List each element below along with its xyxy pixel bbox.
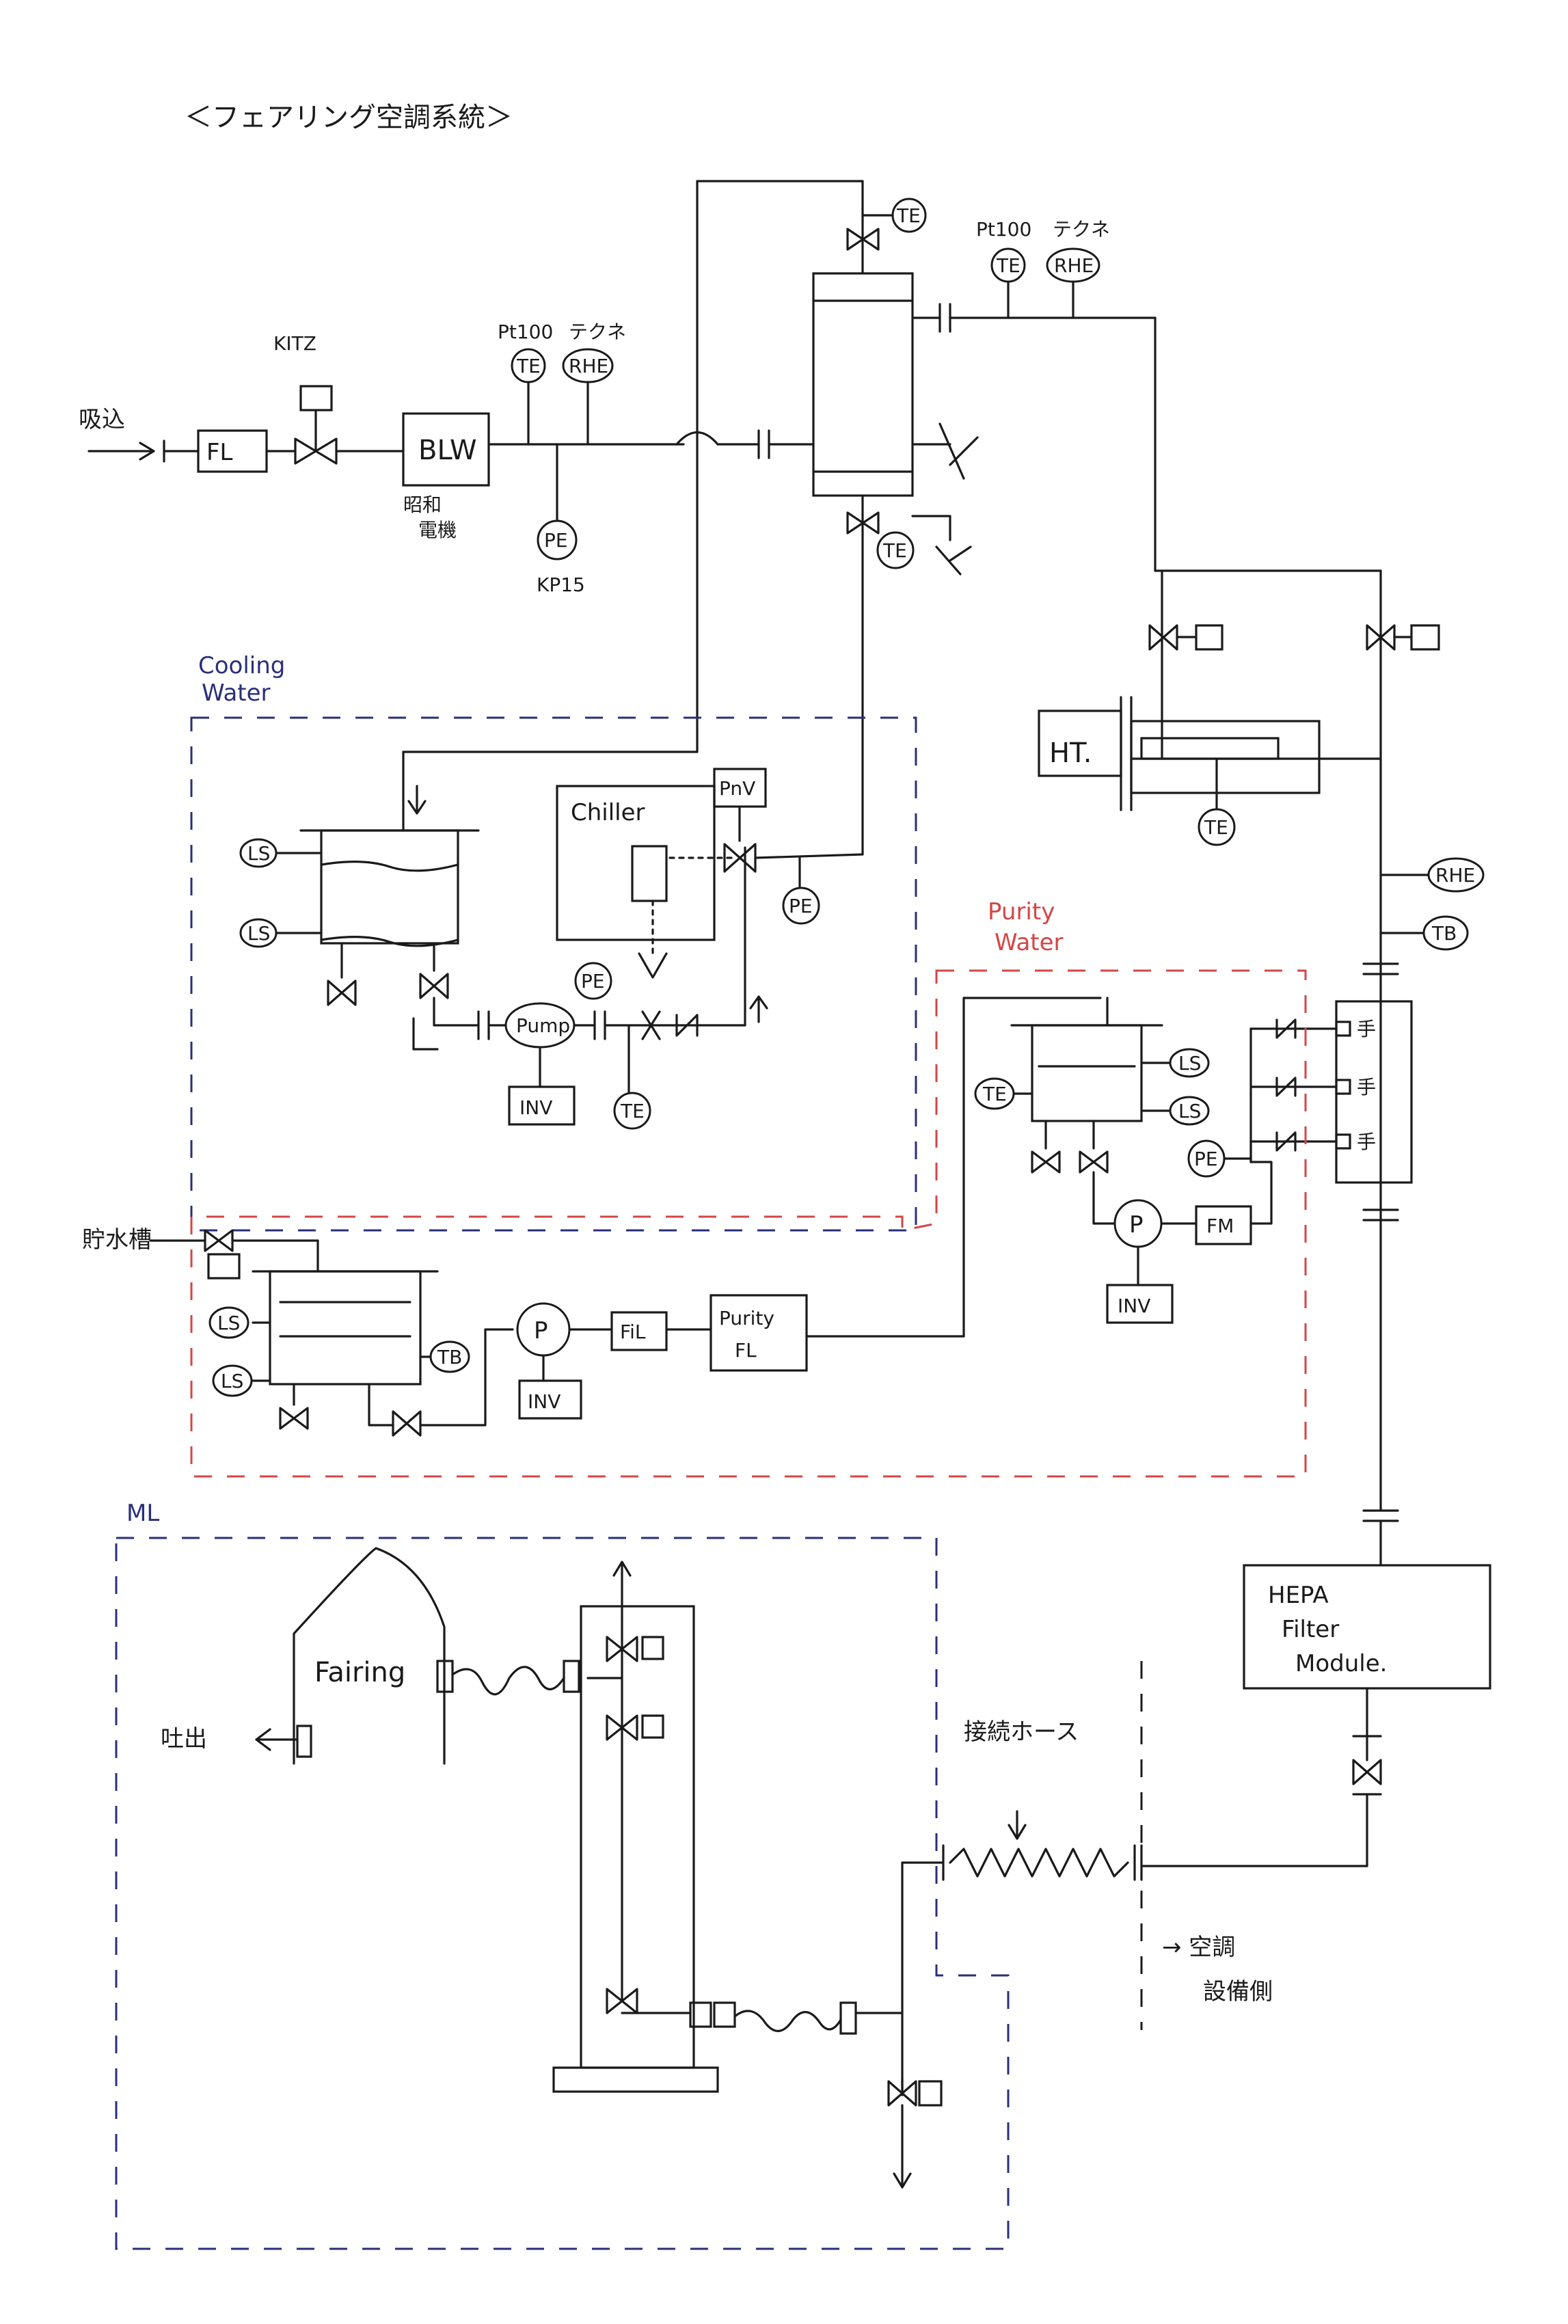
flow-meter (1195, 1205, 1252, 1245)
hepa-label-1: HEPA (1268, 1582, 1329, 1609)
chiller-label: Chiller (571, 799, 645, 826)
purity-tank (1031, 1024, 1143, 1122)
ls-sensor-4: LS (1178, 1100, 1201, 1122)
te-sensor-coil-top: TE (896, 204, 921, 227)
ls-sensor-2: LS (247, 922, 270, 945)
chiller (556, 785, 716, 941)
te-sensor-heater: TE (1204, 816, 1228, 839)
pe-sensor-1: PE (544, 529, 568, 552)
ml-boundary (115, 1537, 1010, 2250)
cooling-coil (812, 272, 914, 497)
te-sensor-6: TB (437, 1346, 462, 1368)
storage-inv (518, 1379, 582, 1420)
fairing-shape (293, 1547, 446, 1765)
ls-sensor-5: LS (217, 1312, 240, 1334)
tekune-label-2: テクネ (1053, 218, 1110, 241)
intake-valve (294, 437, 338, 465)
blower-maker-1: 昭和 (403, 494, 442, 516)
hepa-label-3: Module. (1295, 1650, 1387, 1677)
ls-sensor-3: LS (1178, 1052, 1201, 1075)
ml-label: ML (126, 1500, 159, 1527)
pe-sensor-4: PE (1194, 1148, 1218, 1170)
flow-meter-label: FM (1206, 1215, 1234, 1237)
hand-2: 手 (1357, 1076, 1376, 1098)
discharge-label: 吐出 (161, 1725, 207, 1753)
to-hvac-label-1: → 空調 (1162, 1934, 1235, 1961)
purity-water-boundary (190, 969, 1307, 1478)
blower-label: BLW (418, 435, 477, 466)
storage-pump-label: P (534, 1317, 548, 1345)
ml-base (552, 2066, 719, 2093)
purity-filter (709, 1294, 808, 1372)
cooling-water-label-2: Water (202, 679, 271, 707)
intake-arrow (87, 442, 155, 461)
cooling-water-boundary (190, 716, 917, 1232)
rhe-sensor-2: RHE (1054, 254, 1094, 277)
purity-filter-label-2: FL (735, 1339, 757, 1362)
humidifier-nozzles: 手 手 手 (1249, 1018, 1376, 1163)
kp15-label: KP15 (537, 573, 585, 596)
hepa-label-2: Filter (1282, 1616, 1339, 1643)
rhe-sensor-1: RHE (569, 355, 608, 377)
pnv-label: PnV (719, 777, 755, 800)
te-sensor-5: TE (982, 1083, 1007, 1105)
purity-pump-label: P (1129, 1211, 1144, 1239)
inlet-filter-label: FL (206, 439, 233, 466)
heater-label: HT. (1049, 738, 1092, 769)
pt100-label-2: Pt100 (976, 218, 1031, 241)
cooling-inv-label: INV (519, 1096, 552, 1119)
te-sensor-4: TE (620, 1100, 645, 1122)
storage-filter-label: FiL (620, 1321, 646, 1343)
te-sensor-coil-bottom: TE (882, 539, 907, 562)
hand-1: 手 (1357, 1018, 1376, 1040)
purity-water-label-2: Water (995, 929, 1064, 956)
te-sensor-1: TE (516, 355, 541, 377)
cooling-tank (320, 829, 459, 945)
diagram-title: ＜フェアリング空調系統＞ (185, 102, 513, 133)
water-storage-label: 貯水槽 (82, 1226, 152, 1254)
te-sensor-2: TE (996, 254, 1020, 277)
storage-inv-label: INV (528, 1390, 560, 1413)
pe-sensor-3: PE (789, 895, 813, 917)
blower-maker-2: 電機 (418, 519, 457, 541)
ls-sensor-1: LS (247, 842, 270, 865)
hose-label: 接続ホース (964, 1718, 1079, 1746)
fairing-label: Fairing (314, 1657, 405, 1688)
ls-sensor-6: LS (221, 1370, 243, 1392)
cooling-inv (508, 1085, 576, 1126)
chiller-coil (631, 845, 668, 902)
intake-label: 吸込 (79, 406, 125, 433)
blower (402, 412, 490, 487)
pt100-label-1: Pt100 (498, 321, 553, 343)
purity-water-label-1: Purity (988, 898, 1055, 925)
tekune-label-1: テクネ (569, 321, 626, 343)
hand-3: 手 (1357, 1131, 1376, 1153)
storage-tank (269, 1270, 422, 1386)
purity-inv (1106, 1284, 1174, 1324)
purity-inv-label: INV (1118, 1295, 1150, 1317)
connection-hose (949, 1848, 1129, 1878)
purity-filter-label-1: Purity (719, 1307, 774, 1329)
storage-filter (610, 1311, 668, 1351)
rhe-sensor-3: RHE (1435, 864, 1475, 887)
cooling-pump-label: Pump (516, 1014, 570, 1037)
cooling-water-label-1: Cooling (198, 652, 285, 679)
to-hvac-label-2: 設備側 (1203, 1978, 1273, 2005)
pe-sensor-2: PE (581, 970, 605, 992)
te-sensor-3: TB (1431, 922, 1457, 945)
valve-maker-label: KITZ (273, 332, 316, 355)
valve-actuator (299, 385, 333, 411)
